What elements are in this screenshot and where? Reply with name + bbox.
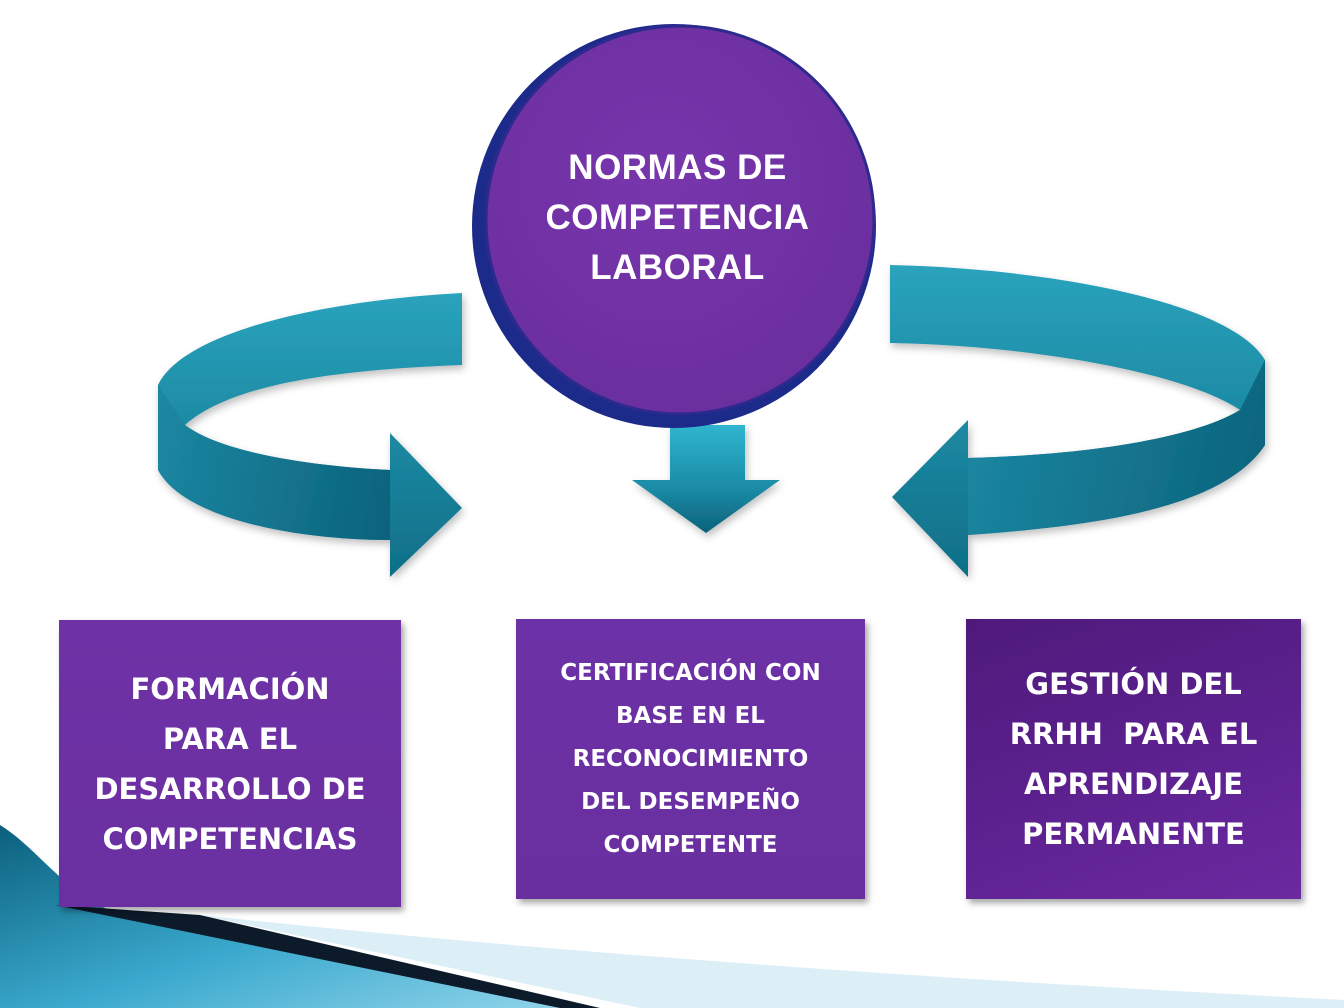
box-center-line-1: CERTIFICACIÓN CON — [560, 659, 821, 686]
curved-arrow-right-icon — [158, 293, 462, 577]
box-left-line-1: FORMACIÓN — [130, 671, 330, 706]
box-left-line-4: COMPETENCIAS — [102, 821, 358, 856]
box-left-line-2: PARA EL — [162, 721, 298, 756]
box-center-line-3: RECONOCIMIENTO — [572, 745, 809, 772]
box-right-line-2: RRHH PARA EL — [1009, 717, 1258, 751]
box-right-line-1: GESTIÓN DEL — [1025, 667, 1242, 701]
center-node-line-1: NORMAS DE — [568, 148, 787, 187]
center-node-line-3: LABORAL — [590, 248, 765, 287]
corner-swoosh — [0, 825, 1344, 1008]
box-right-line-4: PERMANENTE — [1022, 817, 1245, 851]
box-gestion: GESTIÓN DEL RRHH PARA EL APRENDIZAJE PER… — [966, 619, 1301, 899]
box-certificacion: CERTIFICACIÓN CON BASE EN EL RECONOCIMIE… — [516, 619, 865, 899]
center-node-label: NORMAS DE COMPETENCIA LABORAL — [505, 143, 850, 293]
center-node-line-2: COMPETENCIA — [545, 198, 810, 237]
box-left-line-3: DESARROLLO DE — [94, 771, 366, 806]
box-center-line-2: BASE EN EL — [616, 702, 765, 729]
curved-arrow-left-icon — [890, 265, 1265, 577]
box-right-line-3: APRENDIZAJE — [1023, 767, 1244, 801]
box-center-line-5: COMPETENTE — [603, 831, 778, 858]
down-arrow-icon — [632, 425, 780, 533]
box-center-line-4: DEL DESEMPEÑO — [581, 788, 800, 815]
box-formacion: FORMACIÓN PARA EL DESARROLLO DE COMPETEN… — [59, 620, 401, 907]
center-circle — [472, 24, 876, 428]
